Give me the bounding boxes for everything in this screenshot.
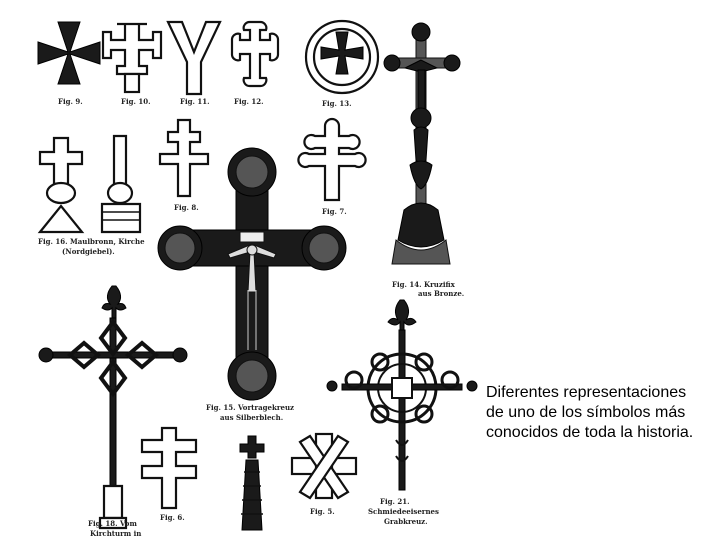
fig15-label: Fig. 15. Vortragekreuz: [206, 403, 294, 412]
double-barred-cross-figure: [140, 426, 198, 510]
cross-potent-figure: [101, 22, 163, 94]
star-cross-figure: [290, 432, 358, 500]
fig8-label: Fig. 8.: [174, 203, 199, 212]
gable-cross-figure: [37, 134, 142, 234]
patriarchal-cross-figure: [158, 118, 210, 198]
fig5-label: Fig. 5.: [310, 507, 335, 516]
fig6-label: Fig. 6.: [160, 513, 185, 522]
bronze-crucifix-figure: [383, 22, 461, 265]
fig14-label: Fig. 14. Kruzifix: [392, 280, 456, 289]
processional-cross-figure: [157, 147, 347, 401]
maltese-cross-figure: [37, 21, 101, 85]
fig12-label: Fig. 12.: [234, 97, 264, 106]
slide-caption: Diferentes representaciones de uno de lo…: [486, 384, 694, 441]
fig7-label: Fig. 7.: [322, 207, 347, 216]
forked-cross-figure: [166, 20, 222, 96]
fig14-label-2: aus Bronze.: [418, 289, 464, 298]
fig16-label: Fig. 16. Maulbronn, Kirche: [38, 237, 145, 246]
fig10-label: Fig. 10.: [121, 97, 151, 106]
grave-cross-figure: [326, 299, 478, 491]
fig21-label-2: Schmiedeeisernes: [368, 507, 439, 516]
fig18-label-2: Kirchturm in: [90, 529, 141, 538]
bottony-cross-figure: [230, 20, 280, 88]
fig13-label: Fig. 13.: [322, 99, 352, 108]
fig11-label: Fig. 11.: [180, 97, 210, 106]
tower-cross-figure: [38, 285, 188, 530]
fig21-label-3: Grabkreuz.: [384, 517, 428, 526]
fig21-label: Fig. 21.: [380, 497, 410, 506]
spire-cross-figure: [239, 435, 265, 531]
fig9-label: Fig. 9.: [58, 97, 83, 106]
fig18-label: Fig. 18. Vom: [88, 519, 137, 528]
fig15-label-2: aus Silberblech.: [220, 413, 283, 422]
circled-cross-figure: [304, 19, 380, 95]
fig16-label-2: (Nordgiebel).: [62, 247, 115, 256]
trefoil-patriarchal-cross-figure: [297, 117, 367, 202]
